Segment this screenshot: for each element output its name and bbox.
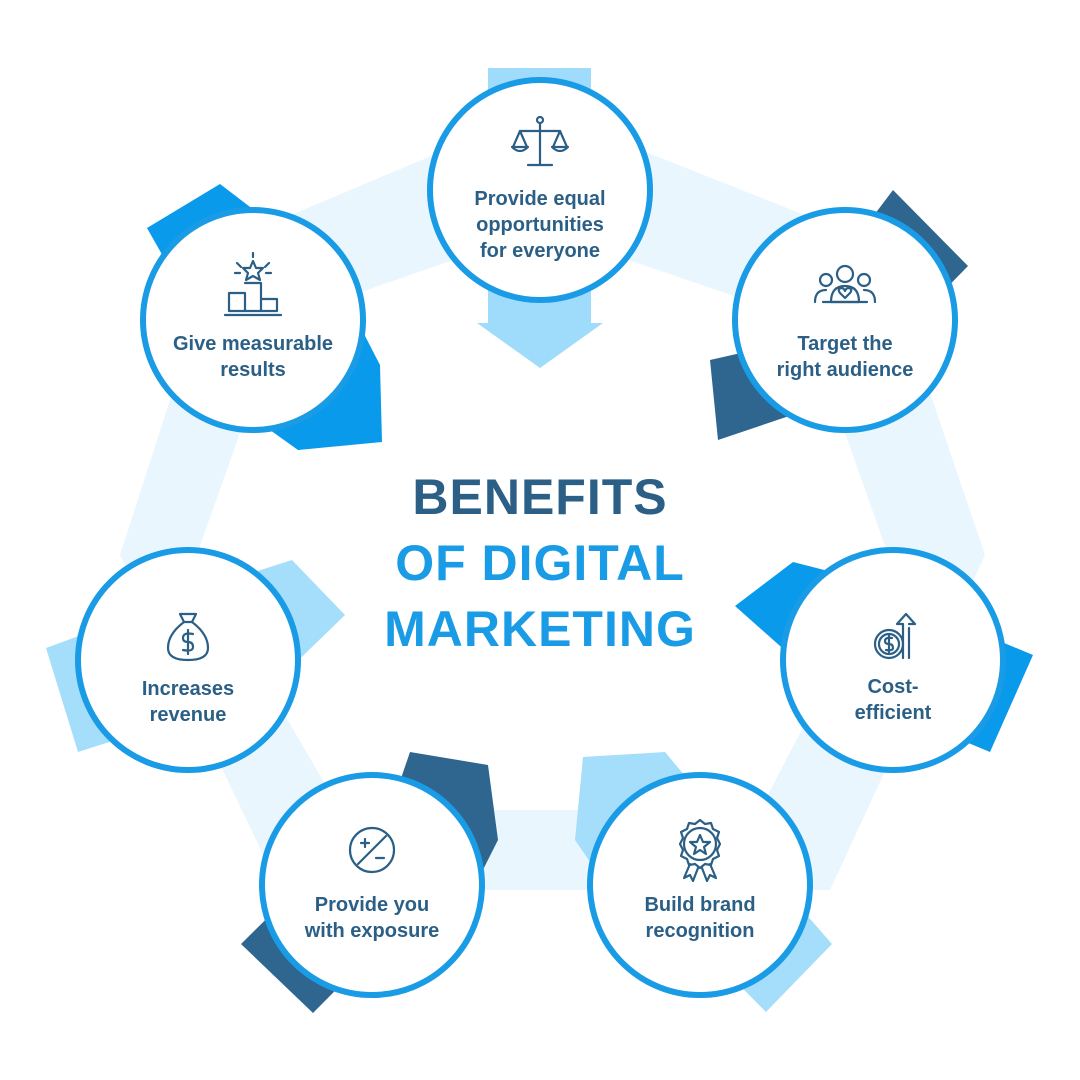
podium-star-icon — [223, 251, 283, 317]
node-label-line: Increases — [142, 678, 234, 700]
node-cost: Cost-efficient — [780, 547, 1006, 773]
node-exposure: Provide you with exposure — [259, 772, 485, 998]
node-circle — [140, 207, 366, 433]
title-line-3: MARKETING — [384, 601, 696, 657]
title-line-2: OF DIGITAL — [395, 535, 685, 591]
node-brand: Build brand recognition — [587, 772, 813, 998]
node-label-line: with exposure — [304, 920, 439, 942]
node-label-line: results — [220, 359, 286, 381]
people-heart-icon — [813, 264, 877, 304]
scales-icon — [510, 115, 570, 167]
node-revenue: Increases revenue — [75, 547, 301, 773]
coin-growth-icon — [873, 612, 917, 660]
node-label-line: Build brand — [644, 894, 755, 916]
node-label-line: Cost- — [867, 676, 918, 698]
node-circle — [732, 207, 958, 433]
award-badge-icon — [678, 818, 722, 883]
node-label-line: Provide you — [315, 894, 429, 916]
node-label-line: right audience — [777, 359, 914, 381]
node-audience: Target the right audience — [732, 207, 958, 433]
node-circle — [587, 772, 813, 998]
money-bag-icon — [166, 612, 210, 662]
node-label-line: revenue — [150, 704, 227, 726]
node-label-line: Give measurable — [173, 333, 333, 355]
node-label-line: Provide equal — [474, 188, 605, 210]
node-label-line: recognition — [646, 920, 755, 942]
plus-minus-icon — [348, 826, 396, 874]
node-circle — [780, 547, 1006, 773]
node-label-line: efficient — [855, 702, 932, 724]
diagram-title: BENEFITS OF DIGITAL MARKETING — [384, 469, 696, 657]
node-label-line: opportunities — [476, 214, 604, 236]
title-line-1: BENEFITS — [412, 469, 667, 525]
node-label-line: Target the — [797, 333, 892, 355]
node-circle — [427, 77, 653, 303]
node-label-line: for everyone — [480, 240, 600, 262]
node-results: Give measurable results — [140, 207, 366, 433]
node-circle — [259, 772, 485, 998]
node-equal: Provide equal opportunities for everyone — [427, 77, 653, 303]
